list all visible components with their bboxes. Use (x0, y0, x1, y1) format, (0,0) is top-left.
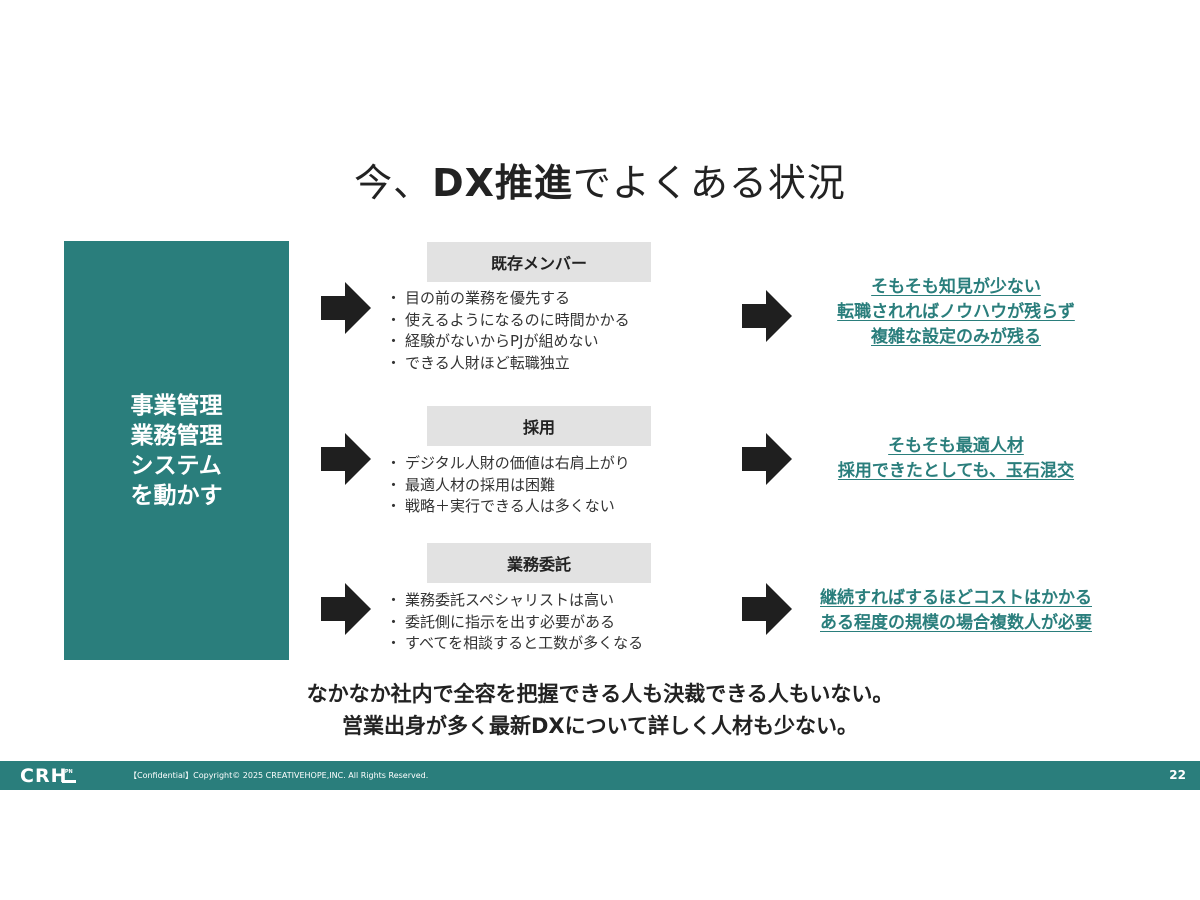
bullet-item: 目の前の業務を優先する (386, 288, 630, 310)
logo-subtext: JPN (63, 769, 73, 775)
bullet-item: 使えるようになるのに時間かかる (386, 310, 630, 332)
title-pre: 今、 (354, 161, 433, 205)
right-arrow-icon (321, 433, 371, 485)
right-arrow-icon (742, 583, 792, 635)
result-line: そもそも知見が少ない (871, 277, 1041, 297)
bullet-item: 経験がないからPJが組めない (386, 331, 630, 353)
section-bullets: 業務委託スペシャリストは高い 委託側に指示を出す必要がある すべてを相談すると工… (386, 590, 643, 655)
page-number: 22 (1169, 768, 1186, 782)
result-line: ある程度の規模の場合複数人が必要 (820, 613, 1092, 633)
result-line: 転職されればノウハウが残らず (837, 302, 1075, 322)
company-logo: CRH (20, 765, 68, 787)
bullet-item: 戦略＋実行できる人は多くない (386, 496, 630, 518)
bullet-item: 最適人材の採用は困難 (386, 475, 630, 497)
conclusion: なかなか社内で全容を把握できる人も決裁できる人もいない。 営業出身が多く最新DX… (0, 678, 1200, 742)
title-post: でよくある状況 (572, 161, 846, 205)
right-arrow-icon (321, 282, 371, 334)
section-result: 継続すればするほどコストはかかる ある程度の規模の場合複数人が必要 (776, 586, 1136, 636)
section-bullets: デジタル人財の価値は右肩上がり 最適人材の採用は困難 戦略＋実行できる人は多くな… (386, 453, 630, 518)
conclusion-line: なかなか社内で全容を把握できる人も決裁できる人もいない。 (306, 682, 894, 706)
section-header-outsourcing: 業務委託 (427, 543, 651, 583)
conclusion-line: 営業出身が多く最新DXについて詳しく人材も少ない。 (342, 714, 858, 738)
bullet-item: デジタル人財の価値は右肩上がり (386, 453, 630, 475)
footer-bar: CRH JPN 【Confidential】Copyright© 2025 CR… (0, 761, 1200, 790)
copyright-text: 【Confidential】Copyright© 2025 CREATIVEHO… (129, 771, 429, 780)
bullet-item: 委託側に指示を出す必要がある (386, 612, 643, 634)
right-arrow-icon (321, 583, 371, 635)
slide-title: 今、DX推進でよくある状況 (0, 152, 1200, 207)
section-result: そもそも知見が少ない 転職されればノウハウが残らず 複雑な設定のみが残る (776, 275, 1136, 350)
right-arrow-icon (742, 433, 792, 485)
left-box-line: を動かす (130, 482, 223, 509)
bullet-item: すべてを相談すると工数が多くなる (386, 633, 643, 655)
section-header-existing-members: 既存メンバー (427, 242, 651, 282)
bullet-item: 業務委託スペシャリストは高い (386, 590, 643, 612)
left-box: 事業管理 業務管理 システム を動かす (64, 241, 289, 660)
section-header-hiring: 採用 (427, 406, 651, 446)
section-bullets: 目の前の業務を優先する 使えるようになるのに時間かかる 経験がないからPJが組め… (386, 288, 630, 374)
left-box-line: 業務管理 (130, 422, 223, 449)
bullet-item: できる人財ほど転職独立 (386, 353, 630, 375)
right-arrow-icon (742, 290, 792, 342)
section-result: そもそも最適人材 採用できたとしても、玉石混交 (776, 434, 1136, 484)
left-box-line: 事業管理 (130, 392, 223, 419)
result-line: 複雑な設定のみが残る (871, 327, 1041, 347)
result-line: そもそも最適人材 (888, 436, 1024, 456)
result-line: 継続すればするほどコストはかかる (820, 588, 1092, 608)
left-box-line: システム (130, 452, 222, 479)
title-bold: DX推進 (432, 161, 573, 205)
logo-underline (62, 780, 76, 783)
result-line: 採用できたとしても、玉石混交 (837, 461, 1075, 481)
